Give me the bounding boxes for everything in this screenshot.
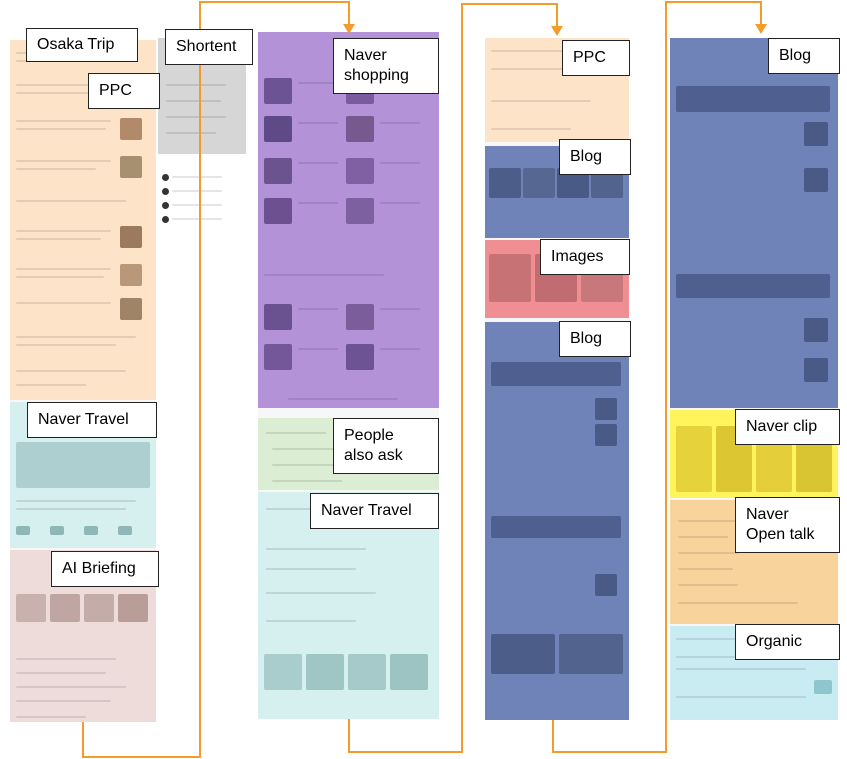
callout-blog-1: Blog — [559, 139, 631, 175]
blog-section-2 — [485, 322, 629, 720]
callout-naver-clip: Naver clip — [735, 409, 840, 445]
callout-organic: Organic — [735, 624, 840, 660]
callout-blog-2: Blog — [559, 321, 631, 357]
arrowhead-3 — [755, 24, 767, 34]
serp-column-1 — [10, 40, 156, 722]
serp-column-4 — [670, 38, 838, 720]
callout-ppc-1: PPC — [88, 73, 160, 109]
shortent-list — [158, 156, 238, 234]
callout-ai-briefing: AI Briefing — [51, 551, 159, 587]
callout-images: Images — [540, 239, 630, 275]
arrowhead-2 — [551, 26, 563, 36]
callout-naver-shopping: Naver shopping — [333, 38, 439, 94]
callout-people-also-ask: People also ask — [333, 418, 439, 474]
callout-shortent: Shortent — [165, 29, 253, 65]
callout-blog-3: Blog — [768, 38, 840, 74]
blog-section-3 — [670, 38, 838, 408]
callout-osaka-trip: Osaka Trip — [26, 28, 138, 62]
callout-naver-travel-2: Naver Travel — [310, 493, 439, 529]
callout-naver-travel-1: Naver Travel — [27, 402, 157, 438]
serp-column-2 — [258, 32, 439, 719]
callout-naver-open-talk: Naver Open talk — [735, 497, 840, 553]
callout-ppc-2: PPC — [562, 40, 630, 76]
